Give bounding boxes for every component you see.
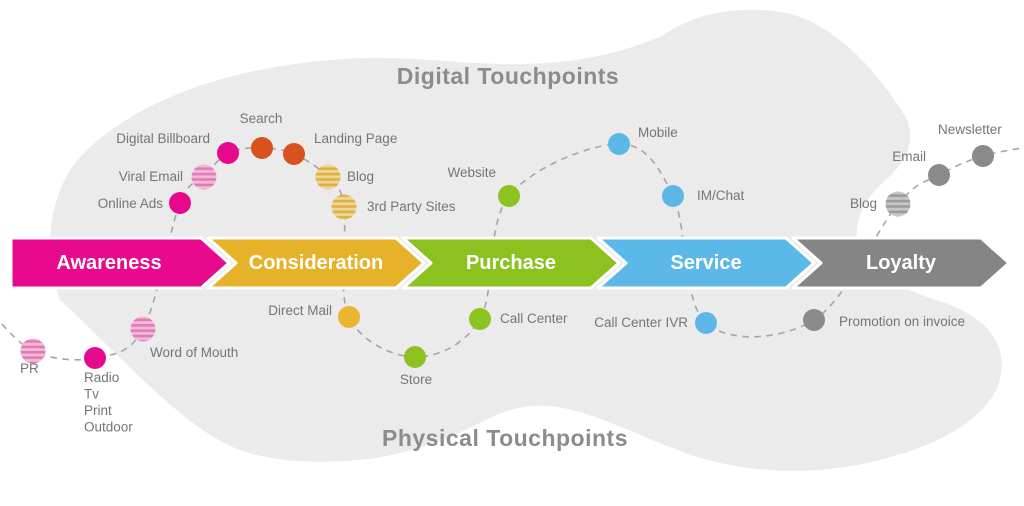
stage-arrow-awareness bbox=[9, 236, 231, 290]
touchpoint-dot-im-chat bbox=[662, 185, 684, 207]
journey-dashed-line bbox=[0, 143, 1024, 361]
physical-touchpoints-title: Physical Touchpoints bbox=[382, 425, 628, 451]
touchpoint-label-promotion-on-invoice: Promotion on invoice bbox=[839, 314, 965, 329]
touchpoint-dots bbox=[20, 133, 994, 369]
touchpoint-label-viral-email: Viral Email bbox=[119, 169, 183, 184]
touchpoint-dot-email bbox=[928, 164, 950, 186]
touchpoint-label-store: Store bbox=[400, 372, 432, 387]
touchpoint-dot-direct-mail bbox=[338, 306, 360, 328]
touchpoint-label-landing-page: Landing Page bbox=[314, 131, 397, 146]
touchpoint-dot-promotion-on-invoice bbox=[803, 309, 825, 331]
touchpoint-label-email: Email bbox=[892, 149, 926, 164]
touchpoint-dot-radio-tv-print-outdoor bbox=[84, 347, 106, 369]
touchpoint-dot-blog-loyalty bbox=[885, 191, 911, 217]
touchpoint-dot-newsletter bbox=[972, 145, 994, 167]
touchpoint-dot-call-center-ivr bbox=[695, 312, 717, 334]
touchpoint-label-website: Website bbox=[447, 165, 496, 180]
touchpoint-label-pr: PR bbox=[20, 361, 39, 376]
touchpoint-label-word-of-mouth: Word of Mouth bbox=[150, 345, 238, 360]
touchpoint-dot-digital-billboard bbox=[217, 142, 239, 164]
touchpoint-dot-landing-page bbox=[283, 143, 305, 165]
touchpoint-dot-call-center bbox=[469, 308, 491, 330]
digital-touchpoints-title: Digital Touchpoints bbox=[397, 63, 619, 89]
touchpoint-label-blog-loyalty: Blog bbox=[850, 196, 877, 211]
touchpoint-dot-pr bbox=[20, 338, 46, 364]
stage-arrows: Loyalty Service Purchase Consideration Aware… bbox=[9, 236, 1011, 290]
touchpoint-label-search: Search bbox=[240, 111, 283, 126]
touchpoint-label-call-center-ivr: Call Center IVR bbox=[594, 315, 688, 330]
touchpoint-dot-blog-consideration bbox=[315, 164, 341, 190]
stage-label-service: Service bbox=[670, 252, 741, 274]
touchpoint-dot-website bbox=[498, 185, 520, 207]
touchpoint-label-direct-mail: Direct Mail bbox=[268, 303, 332, 318]
touchpoint-label-newsletter: Newsletter bbox=[938, 122, 1002, 137]
touchpoint-label-call-center: Call Center bbox=[500, 311, 568, 326]
stage-arrow-consideration bbox=[206, 236, 426, 290]
stage-label-loyalty: Loyalty bbox=[866, 252, 937, 274]
touchpoint-dot-search bbox=[251, 137, 273, 159]
touchpoint-dot-online-ads bbox=[169, 192, 191, 214]
touchpoint-dot-store bbox=[404, 346, 426, 368]
touchpoint-label-im-chat: IM/Chat bbox=[697, 188, 745, 203]
stage-arrow-loyalty bbox=[791, 236, 1011, 290]
stage-label-purchase: Purchase bbox=[466, 252, 556, 274]
touchpoint-dot-word-of-mouth bbox=[130, 316, 156, 342]
stage-arrow-service bbox=[596, 236, 816, 290]
touchpoint-dot-viral-email bbox=[191, 164, 217, 190]
touchpoint-label-digital-billboard: Digital Billboard bbox=[116, 131, 210, 146]
touchpoint-label-mobile: Mobile bbox=[638, 125, 678, 140]
touchpoint-dot-third-party-sites bbox=[331, 194, 357, 220]
stage-label-consideration: Consideration bbox=[249, 252, 383, 274]
touchpoint-label-third-party-sites: 3rd Party Sites bbox=[367, 199, 456, 214]
stage-arrow-purchase bbox=[401, 236, 621, 290]
touchpoint-label-online-ads: Online Ads bbox=[98, 196, 164, 211]
stage-label-awareness: Awareness bbox=[56, 252, 161, 274]
touchpoint-dot-mobile bbox=[608, 133, 630, 155]
touchpoint-label-blog-consideration: Blog bbox=[347, 169, 374, 184]
